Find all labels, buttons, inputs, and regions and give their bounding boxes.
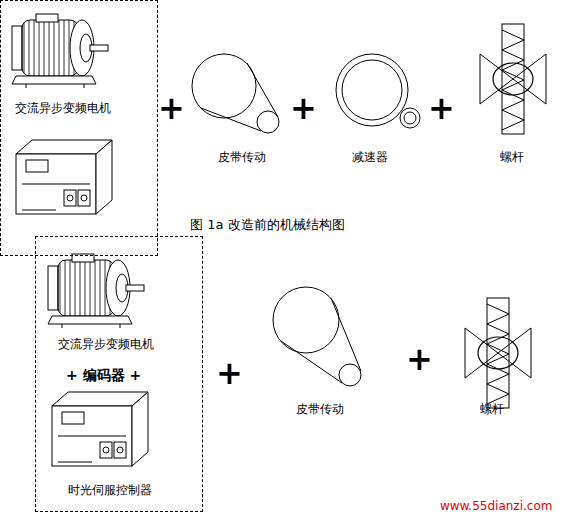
- screw-drawing: [465, 298, 531, 408]
- watermark: www.55dianzi.com: [440, 499, 552, 513]
- screw-drawing: [480, 24, 546, 134]
- part-label: 螺杆: [480, 402, 504, 416]
- motor-drawing: [48, 254, 144, 328]
- controller-drawing: [16, 140, 112, 214]
- motor-label: 交流异步变频电机: [58, 337, 154, 351]
- plus-sign: +: [406, 343, 433, 375]
- plus-sign: +: [428, 92, 455, 124]
- plus-sign: +: [158, 92, 185, 124]
- plus-sign: +: [290, 92, 317, 124]
- part-label: 皮带传动: [218, 150, 266, 164]
- dashed-group: 交流异步变频电机: [0, 0, 158, 256]
- part-label: 螺杆: [500, 150, 524, 164]
- encoder-label: + 编码器 +: [66, 367, 141, 384]
- dashed-group: 交流异步变频电机 + 编码器 + 时光伺服控制器: [35, 236, 203, 512]
- controller-label: 时光伺服控制器: [68, 483, 152, 497]
- part-label: 皮带传动: [296, 402, 344, 416]
- controller-drawing: [52, 392, 148, 466]
- belt-drive: [273, 287, 361, 386]
- reducer: [336, 54, 420, 128]
- motor-drawing: [12, 14, 108, 88]
- plus-sign: +: [216, 357, 243, 389]
- belt-drive: [192, 54, 279, 133]
- figure-caption: 图 1a 改造前的机械结构图: [188, 217, 347, 233]
- motor-label: 交流异步变频电机: [15, 101, 111, 115]
- part-label: 减速器: [352, 150, 388, 164]
